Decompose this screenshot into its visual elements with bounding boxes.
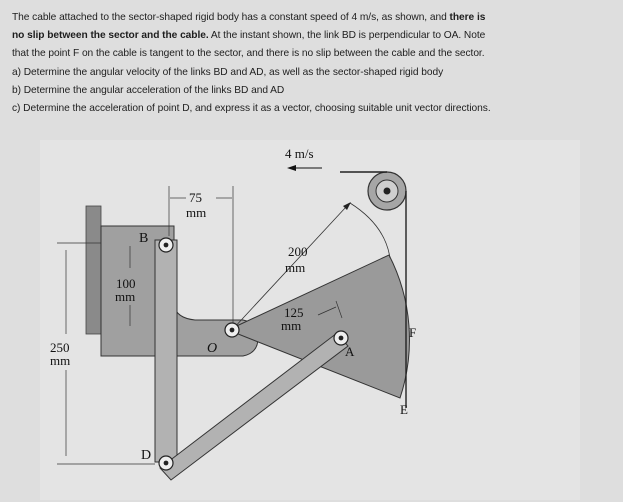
label-d: D xyxy=(141,448,151,463)
speed-label: 4 m/s xyxy=(285,146,314,161)
wall xyxy=(85,205,102,335)
dim-200-arrow xyxy=(343,202,351,210)
dim-100-value: 100 xyxy=(116,276,136,291)
arc-guide xyxy=(349,202,391,259)
dim-250-unit: mm xyxy=(50,353,70,368)
dim-200-unit: mm xyxy=(285,260,305,275)
label-b: B xyxy=(139,231,148,246)
link-ad xyxy=(159,332,349,481)
pin-b-center xyxy=(163,242,169,248)
dim-125-value: 125 xyxy=(284,305,304,320)
pin-a-center xyxy=(338,335,344,341)
dim-200-line xyxy=(231,206,347,331)
problem-line-4: a) Determine the angular velocity of the… xyxy=(12,67,444,78)
label-f: F xyxy=(409,325,416,340)
dim-125-line xyxy=(317,306,337,316)
pin-o-center xyxy=(229,327,235,333)
mechanism-figure: 4 m/s 75 mm 200 mm 125 mm 100 mm 250 mm xyxy=(40,140,580,500)
label-a: A xyxy=(345,344,355,359)
problem-line-2: no slip between the sector and the cable… xyxy=(12,30,486,41)
problem-line-1: The cable attached to the sector-shaped … xyxy=(12,12,486,23)
label-o: O xyxy=(207,341,217,356)
dim-125-ext xyxy=(335,300,343,319)
problem-line-3: that the point F on the cable is tangent… xyxy=(12,48,485,59)
sector-body xyxy=(226,254,410,399)
link-bd xyxy=(154,239,178,463)
problem-statement: The cable attached to the sector-shaped … xyxy=(12,12,612,136)
pin-d-center xyxy=(163,460,169,466)
problem-line-5: b) Determine the angular acceleration of… xyxy=(12,85,285,96)
dim-250-value: 250 xyxy=(50,340,70,355)
pulley-axle xyxy=(383,187,391,195)
speed-arrowhead xyxy=(287,165,296,171)
dim-75-unit: mm xyxy=(186,205,206,220)
dim-200-value: 200 xyxy=(288,244,308,259)
dim-75-value: 75 xyxy=(189,190,202,205)
label-e: E xyxy=(400,402,408,417)
dim-100-unit: mm xyxy=(115,289,135,304)
problem-line-6: c) Determine the acceleration of point D… xyxy=(12,103,491,114)
dim-125-unit: mm xyxy=(281,318,301,333)
